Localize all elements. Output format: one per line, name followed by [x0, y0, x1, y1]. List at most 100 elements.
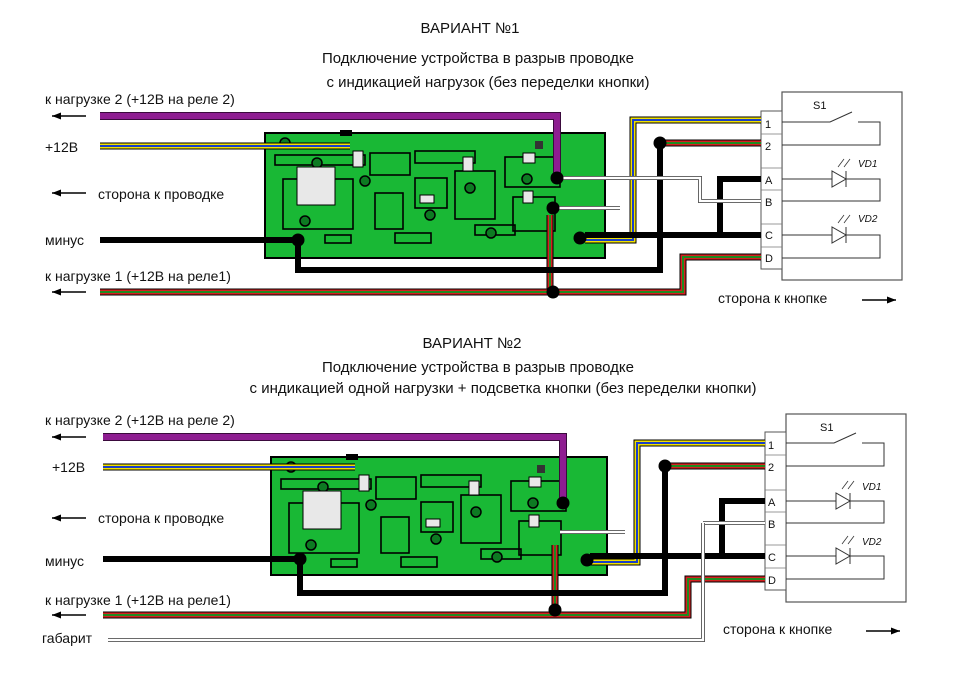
pcb-pad — [464, 182, 476, 194]
pin-a-label: A — [768, 497, 776, 509]
pcb-pad — [359, 175, 371, 187]
variant-2-schematic: ВАРИАНТ №2 Подключение устройства в разр… — [42, 335, 907, 646]
wire-load-2 — [103, 434, 566, 503]
wire-gabarit — [108, 523, 705, 642]
pcb-trace — [518, 520, 562, 556]
led-loop — [786, 500, 885, 524]
label-load-2: к нагрузке 2 (+12В на реле 2) — [45, 91, 235, 107]
wire-load-1-stripe — [100, 256, 761, 293]
button-block — [781, 91, 903, 281]
junction-dot — [546, 201, 560, 215]
led-diode-icon — [831, 170, 848, 188]
pcb-trace — [380, 516, 410, 554]
arrow-left-head — [52, 611, 61, 619]
pin-2-label: 2 — [765, 141, 771, 153]
pcb-pad — [299, 215, 311, 227]
label-plus-12v: +12В — [45, 139, 78, 155]
pcb-trace — [420, 474, 482, 488]
variant-1-schematic: ВАРИАНТ №1 Подключение устройства в разр… — [45, 20, 903, 306]
pcb-chip — [537, 465, 545, 473]
button-block-pin-strip — [764, 431, 787, 591]
led-diode-icon — [831, 226, 848, 244]
led-vd1-label: VD1 — [858, 159, 877, 170]
arrow-left-head — [52, 189, 61, 197]
pcb-pad — [527, 497, 539, 509]
arrow-left-head — [52, 288, 61, 296]
pcb-component — [358, 474, 370, 492]
junction-dot — [556, 496, 570, 510]
junction-dot — [658, 459, 672, 473]
junction-dot — [580, 553, 594, 567]
pcb-trace — [460, 494, 502, 544]
label-load-1: к нагрузке 1 (+12В на реле1) — [45, 268, 231, 284]
pin-d-label: D — [768, 575, 776, 587]
wire-minus — [103, 466, 668, 596]
pcb-component — [462, 156, 474, 172]
label-load-2: к нагрузке 2 (+12В на реле 2) — [45, 412, 235, 428]
pcb-tab — [346, 454, 358, 460]
led-diode-icon — [835, 547, 852, 565]
pcb-trace — [330, 558, 358, 568]
arrow-left-head — [52, 514, 61, 522]
led-vd2-label: VD2 — [858, 214, 878, 225]
label-gabarit: габарит — [42, 630, 93, 646]
junction-dot — [548, 603, 562, 617]
pcb-component — [468, 480, 480, 496]
pin-1-label: 1 — [765, 119, 771, 131]
junction-dot — [653, 136, 667, 150]
label-side-wiring: сторона к проводке — [98, 186, 224, 202]
pin-a-label: A — [765, 175, 773, 187]
pcb-pad — [424, 209, 436, 221]
led-ray — [843, 158, 851, 168]
button-block — [785, 413, 907, 603]
led-ray — [843, 214, 851, 224]
pcb-component — [296, 166, 336, 206]
pcb-component — [425, 518, 441, 528]
pcb-trace — [324, 234, 352, 244]
wire-black-to-pin-a — [719, 498, 765, 556]
variant-1-title: ВАРИАНТ №1 — [421, 20, 520, 37]
wire-plus-12v-to-pin-1-stripe — [588, 442, 765, 563]
pcb-pad — [491, 551, 503, 563]
switch-s1-label: S1 — [813, 100, 826, 112]
label-minus: минус — [45, 232, 84, 248]
led-loop — [782, 178, 881, 202]
pin-b-label: B — [765, 197, 772, 209]
led-ray — [837, 214, 845, 224]
switch-contact — [782, 111, 853, 123]
pcb-pad — [470, 506, 482, 518]
pcb-component — [522, 152, 536, 164]
led-ray — [841, 535, 849, 545]
pin-d-label: D — [765, 253, 773, 265]
junction-dot — [573, 231, 587, 245]
wire-black-to-pin-a — [717, 176, 761, 235]
junction-dot — [293, 552, 307, 566]
label-side-button: сторона к кнопке — [723, 621, 833, 637]
pcb-pad — [521, 173, 533, 185]
variant-1-subtitle-line1: Подключение устройства в разрыв проводке — [322, 50, 634, 67]
led-ray — [841, 480, 849, 490]
junction-dot — [291, 233, 305, 247]
pin-c-label: C — [765, 230, 773, 242]
arrow-left-head — [52, 433, 61, 441]
label-load-1: к нагрузке 1 (+12В на реле1) — [45, 592, 231, 608]
pcb-pad — [485, 227, 497, 239]
pcb-component — [352, 150, 364, 168]
arrow-right-head — [891, 627, 900, 635]
pin-b-label: B — [768, 519, 775, 531]
variant-2-subtitle-line2: с индикацией одной нагрузки + подсветка … — [250, 380, 757, 397]
pin-c-label: C — [768, 552, 776, 564]
led-diode-icon — [835, 492, 852, 510]
pcb-chip — [535, 141, 543, 149]
pin-1-label: 1 — [768, 440, 774, 452]
led-ray — [847, 535, 855, 545]
pcb-tab — [340, 130, 352, 136]
led-vd2-label: VD2 — [862, 537, 882, 548]
led-vd1-label: VD1 — [862, 482, 881, 493]
variant-2-title: ВАРИАНТ №2 — [423, 335, 522, 352]
pcb-component — [419, 194, 435, 204]
led-ray — [837, 158, 845, 168]
wire-load-2 — [100, 113, 560, 178]
